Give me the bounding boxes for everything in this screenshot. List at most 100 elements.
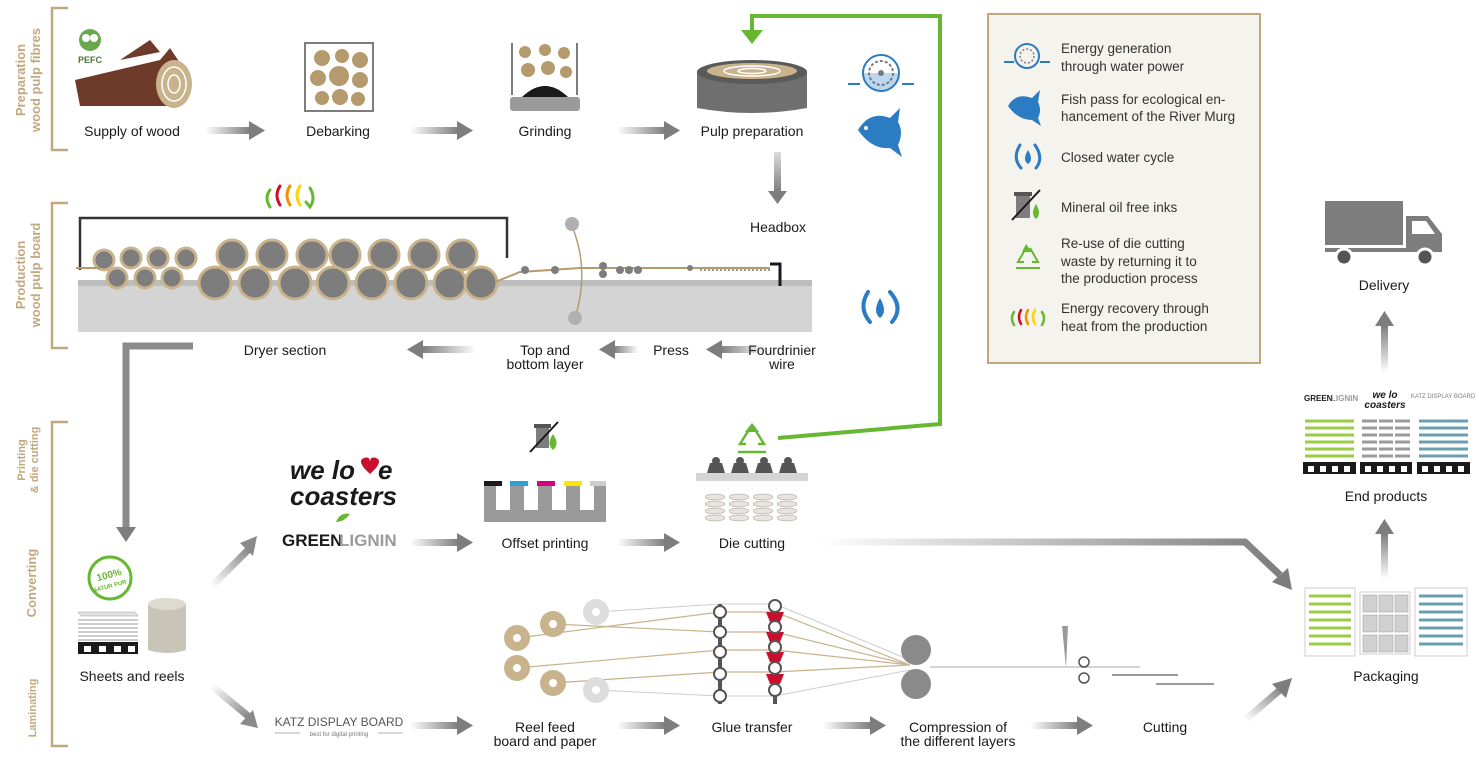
step-packaging: Packaging	[1353, 668, 1418, 684]
step-glue-transfer: Glue transfer	[712, 719, 793, 735]
katz-logo: KATZ DISPLAY BOARD best for digital prin…	[275, 715, 404, 738]
legend-item-6-line2: heat from the production	[1061, 319, 1207, 334]
step-top-bottom-line2: bottom layer	[506, 356, 583, 372]
fish-icon	[858, 108, 902, 157]
paper-machine	[76, 216, 812, 332]
reel-feed-rolls	[504, 599, 609, 703]
lamination-machine	[504, 599, 1214, 704]
legend-fish-icon	[1008, 90, 1041, 126]
step-dryer-section: Dryer section	[244, 342, 326, 358]
wood-log-icon	[75, 40, 192, 108]
section-laminating: Laminating	[27, 679, 39, 738]
pulp-vat-icon	[697, 60, 807, 113]
natur-pur-badge: 100% NATUR PUR	[87, 555, 133, 601]
offset-press-icon	[484, 481, 606, 522]
end-welove-l1: we lo	[1372, 390, 1397, 401]
dryer-large-rolls	[197, 238, 499, 301]
end-greenlignin-b: LIGNIN	[1331, 394, 1358, 403]
sheets-and-reels-icon	[77, 598, 186, 654]
water-wheel-icon	[848, 54, 914, 92]
step-offset-printing: Offset printing	[502, 535, 589, 551]
heat-recovery-icon	[265, 184, 315, 210]
section-labels: Preparation wood pulp fibres Production …	[13, 28, 43, 737]
step-headbox: Headbox	[750, 219, 806, 235]
recycle-return-line	[741, 14, 942, 440]
svg-text:e: e	[378, 455, 392, 485]
end-greenlignin-a: GREEN	[1304, 394, 1333, 403]
glue-transfer-rollers	[713, 599, 784, 704]
legend-water-wheel-icon	[1004, 43, 1050, 69]
section-printing-line2: & die cutting	[29, 427, 41, 494]
arrows-row2	[407, 340, 766, 359]
legend-heat-recovery-icon	[1010, 308, 1046, 327]
greenlignin-a: GREEN	[282, 531, 342, 550]
arrows-diagonal-split	[209, 536, 258, 728]
water-cycle-icon	[861, 290, 900, 324]
packaging-icon	[1304, 587, 1468, 657]
step-grinding: Grinding	[519, 123, 572, 139]
step-pulp-preparation: Pulp preparation	[701, 123, 804, 139]
legend-item-3-line1: Closed water cycle	[1061, 150, 1174, 165]
section-printing-line1: Printing	[16, 439, 28, 481]
section-preparation-line2: wood pulp fibres	[28, 28, 43, 133]
legend-item-6-line1: Energy recovery through	[1061, 301, 1209, 316]
step-fourdrinier-line1: Fourdrinier	[748, 342, 816, 358]
step-cutting: Cutting	[1143, 719, 1187, 735]
pefc-text: PEFC	[78, 55, 103, 65]
end-product-stack-gray	[1360, 418, 1412, 474]
katz-title: KATZ DISPLAY BOARD	[275, 715, 404, 729]
legend-item-4-line1: Mineral oil free inks	[1061, 200, 1178, 215]
we-love-coasters-logo: we lo e coasters	[290, 455, 397, 511]
oil-free-icon	[529, 421, 559, 453]
greenlignin-logo: GREEN LIGNIN	[282, 513, 397, 550]
dryer-small-rolls	[92, 246, 198, 290]
step-compression-line1: Compression of	[909, 719, 1007, 735]
legend-item-5-line2: waste by returning it to	[1060, 254, 1197, 269]
legend-item-5-line3: the production process	[1061, 271, 1198, 286]
end-product-stack-blue	[1417, 419, 1470, 474]
arrow-dryer-to-sheets	[116, 342, 193, 542]
legend-box: Energy generation through water power Fi…	[987, 13, 1261, 364]
legend-recycle-icon	[1016, 244, 1040, 269]
step-sheets-and-reels: Sheets and reels	[79, 668, 184, 684]
greenlignin-b: LIGNIN	[339, 531, 397, 550]
section-converting: Converting	[24, 549, 39, 618]
legend-item-5-line1: Re-use of die cutting	[1061, 236, 1185, 251]
legend-water-cycle-icon	[1014, 143, 1042, 170]
arrow-up-to-delivery	[1375, 311, 1394, 373]
katz-subtitle: best for digital printing	[310, 732, 369, 738]
section-brackets	[50, 6, 68, 748]
step-press: Press	[653, 342, 689, 358]
legend-oil-free-icon	[1011, 189, 1041, 221]
step-supply-of-wood: Supply of wood	[84, 123, 180, 139]
pefc-logo: PEFC	[78, 29, 103, 65]
grinding-icon	[510, 43, 580, 111]
section-preparation-line1: Preparation	[13, 44, 28, 116]
step-die-cutting: Die cutting	[719, 535, 785, 551]
legend-item-2-line2: hancement of the River Murg	[1061, 109, 1235, 124]
arrow-to-die-cutting	[617, 533, 680, 552]
arrow-up-to-end-products	[1375, 519, 1394, 579]
arrow-die-to-packaging	[820, 538, 1292, 590]
step-reel-feed-line2: board and paper	[494, 733, 597, 749]
step-fourdrinier-line2: wire	[768, 356, 795, 372]
arrows-row1	[205, 121, 787, 204]
recycle-icon	[737, 423, 767, 454]
legend-item-1-line1: Energy generation	[1061, 41, 1171, 56]
end-product-stack-green	[1303, 418, 1356, 474]
debarking-icon	[304, 42, 374, 112]
compression-rollers	[901, 635, 931, 699]
truck-icon	[1325, 201, 1442, 267]
legend-item-1-line2: through water power	[1061, 59, 1185, 74]
end-welove-l2: coasters	[1364, 400, 1406, 411]
section-production-line2: wood pulp board	[28, 223, 43, 329]
step-end-products: End products	[1345, 488, 1428, 504]
welove-line1: we lo	[290, 455, 355, 485]
section-production-line1: Production	[13, 241, 28, 310]
arrow-to-offset	[410, 533, 473, 552]
step-compression-line2: the different layers	[901, 733, 1016, 749]
step-top-bottom-line1: Top and	[520, 342, 570, 358]
legend-item-2-line1: Fish pass for ecological en-	[1061, 92, 1225, 107]
